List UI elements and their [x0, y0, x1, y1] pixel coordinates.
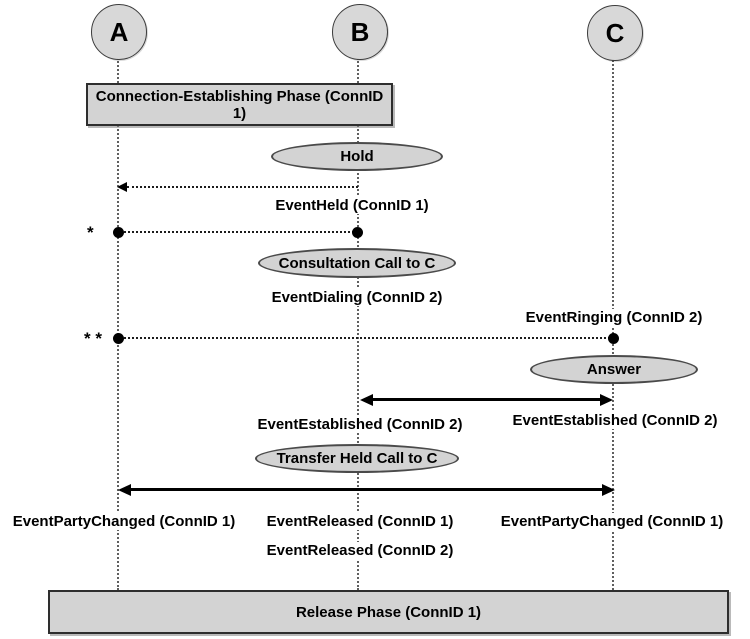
endpoint-dot-a1: [113, 227, 124, 238]
marker-single-star: *: [87, 223, 94, 242]
party-label-b: B: [350, 16, 370, 47]
event-label-partychanged-a: EventPartyChanged (ConnID 1): [10, 513, 238, 530]
event-label-released-conn1: EventReleased (ConnID 1): [264, 513, 456, 530]
connection-line-a-b: [119, 231, 358, 233]
action-ellipse-transfer-label: Transfer Held Call to C: [276, 450, 438, 467]
endpoint-dot-c1: [608, 333, 619, 344]
arrowhead-transfer-left: [118, 484, 131, 496]
event-label-eventringing: EventRinging (ConnID 2): [523, 309, 705, 326]
party-node-a: A: [91, 4, 147, 60]
arrowhead-established-right: [600, 394, 613, 406]
arrowhead-transfer-right: [602, 484, 615, 496]
action-ellipse-consultation: Consultation Call to C: [258, 248, 456, 278]
arrow-established-shaft: [371, 398, 601, 401]
lifeline-b: [357, 58, 359, 590]
arrowhead-established-left: [360, 394, 373, 406]
phase-box-release-label: Release Phase (ConnID 1): [295, 603, 482, 621]
phase-box-connection-establishing: Connection-Establishing Phase (ConnID 1): [86, 83, 393, 126]
marker-double-star: * *: [84, 329, 102, 348]
arrowhead-eventheld-left: [117, 182, 127, 192]
phase-box-release: Release Phase (ConnID 1): [48, 590, 729, 634]
connection-line-a-c: [119, 337, 614, 339]
lifeline-a: [117, 58, 119, 590]
action-ellipse-consultation-label: Consultation Call to C: [278, 254, 436, 272]
action-ellipse-hold-label: Hold: [340, 148, 374, 165]
phase-box-connection-establishing-label: Connection-Establishing Phase (ConnID 1): [95, 87, 384, 122]
event-label-established-c: EventEstablished (ConnID 2): [510, 412, 720, 429]
action-ellipse-answer-label: Answer: [586, 361, 642, 378]
party-label-a: A: [109, 16, 129, 47]
party-label-c: C: [605, 17, 625, 48]
party-node-b: B: [332, 4, 388, 60]
message-line-eventheld: [127, 186, 358, 188]
action-ellipse-transfer: Transfer Held Call to C: [255, 444, 459, 473]
action-ellipse-answer: Answer: [530, 355, 698, 384]
endpoint-dot-b1: [352, 227, 363, 238]
action-ellipse-hold: Hold: [271, 142, 443, 171]
event-label-released-conn2: EventReleased (ConnID 2): [264, 542, 456, 559]
party-node-c: C: [587, 5, 643, 61]
event-label-established-b: EventEstablished (ConnID 2): [255, 416, 465, 433]
endpoint-dot-a2: [113, 333, 124, 344]
event-label-eventdialing: EventDialing (ConnID 2): [269, 289, 445, 306]
arrow-transfer-shaft: [129, 488, 603, 491]
event-label-eventheld: EventHeld (ConnID 1): [273, 197, 431, 214]
event-label-partychanged-c: EventPartyChanged (ConnID 1): [498, 513, 726, 530]
